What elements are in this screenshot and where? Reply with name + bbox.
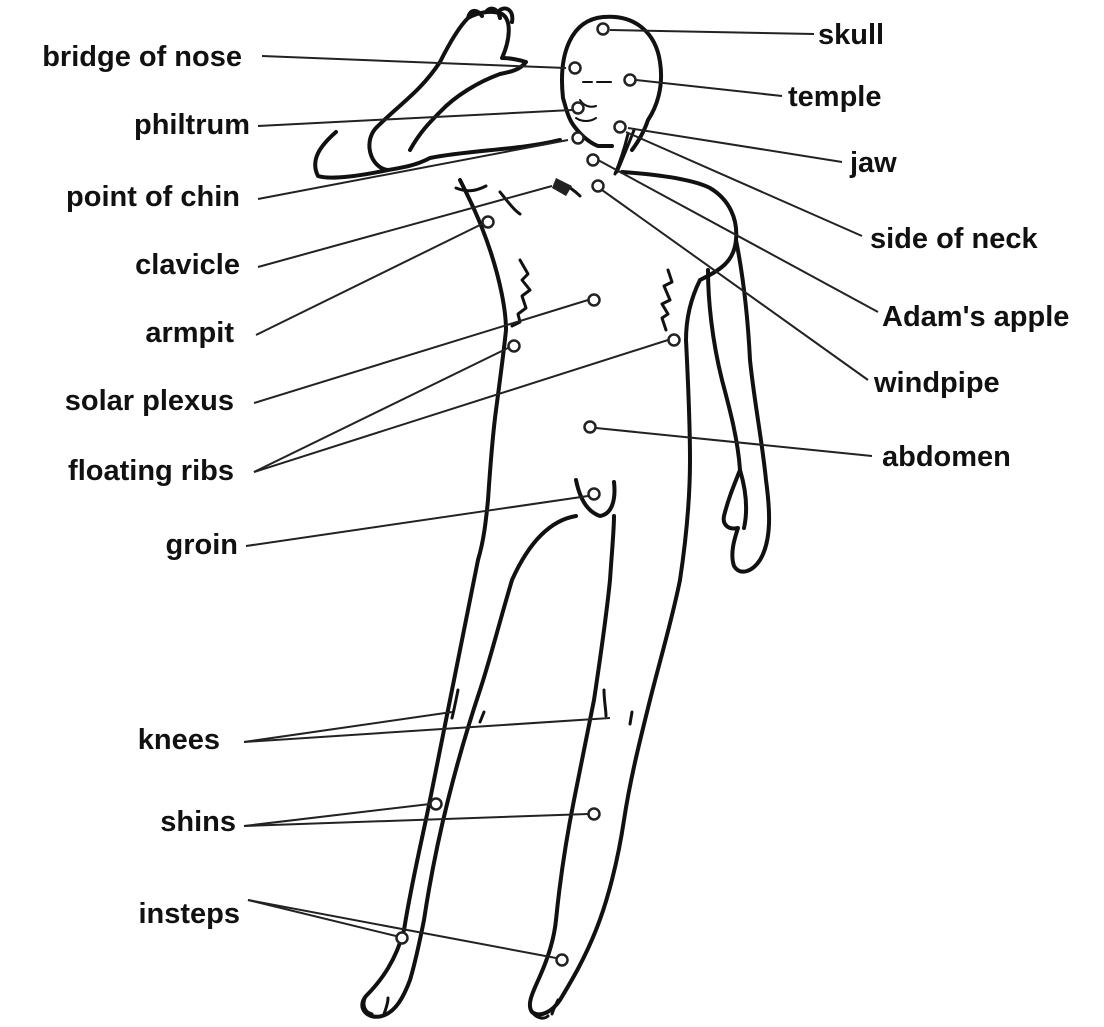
point-chin (573, 133, 584, 144)
body-outline (315, 9, 769, 1019)
point-jaw (615, 122, 626, 133)
raised-arm-outline (369, 9, 560, 171)
label-floating-ribs: floating ribs (6, 454, 234, 488)
label-skull: skull (818, 18, 884, 52)
left-elbow (315, 132, 388, 178)
point-instep-left (397, 933, 408, 944)
leader-adams-apple (598, 160, 878, 312)
leader-insteps-b (248, 900, 556, 958)
leader-floating-ribs-b (254, 340, 668, 472)
leader-side-of-neck (626, 132, 862, 236)
point-temple (625, 75, 636, 86)
leader-solar-plexus (254, 300, 588, 403)
label-bridge-of-nose: bridge of nose (6, 40, 242, 74)
ribs-right (662, 270, 672, 330)
label-windpipe: windpipe (874, 366, 1000, 400)
point-floating-ribs-left (509, 341, 520, 352)
point-shin-right (589, 809, 600, 820)
left-torso (460, 180, 506, 560)
label-knees: knees (6, 723, 220, 757)
leader-jaw (628, 128, 842, 162)
point-philtrum (573, 103, 584, 114)
label-adams-apple: Adam's apple (882, 300, 1069, 334)
label-groin: groin (6, 528, 238, 562)
point-bridge-of-nose (570, 63, 581, 74)
label-clavicle: clavicle (6, 248, 240, 282)
point-adams-apple (588, 155, 599, 166)
label-philtrum: philtrum (6, 108, 250, 142)
leader-lines (244, 30, 878, 958)
leader-knees-b (244, 718, 610, 742)
leader-floating-ribs-a (254, 348, 508, 472)
point-armpit (483, 217, 494, 228)
point-shin-left (431, 799, 442, 810)
leader-point-of-chin (258, 140, 568, 199)
leader-skull (610, 30, 814, 34)
right-leg (530, 516, 680, 1014)
leader-clavicle (258, 186, 552, 267)
label-temple: temple (788, 80, 881, 114)
leader-armpit (256, 224, 482, 335)
point-solar-plexus (589, 295, 600, 306)
label-armpit: armpit (6, 316, 234, 350)
point-instep-right (557, 955, 568, 966)
face-detail (576, 82, 611, 121)
leader-insteps-a (248, 900, 396, 936)
ribs-left (512, 260, 530, 326)
right-hand (740, 470, 746, 528)
label-point-of-chin: point of chin (6, 180, 240, 214)
label-jaw: jaw (850, 146, 897, 180)
point-groin (589, 489, 600, 500)
label-side-of-neck: side of neck (870, 222, 1038, 256)
label-insteps: insteps (6, 897, 240, 931)
label-abdomen: abdomen (882, 440, 1011, 474)
point-skull (598, 24, 609, 35)
leader-knees-a (244, 712, 452, 742)
label-solar-plexus: solar plexus (6, 384, 234, 418)
label-shins: shins (6, 805, 236, 839)
leader-philtrum (258, 110, 572, 126)
jaw-muscle (615, 130, 634, 174)
point-windpipe (593, 181, 604, 192)
clavicle-scribble (552, 178, 572, 196)
right-arm (708, 240, 769, 572)
point-floating-ribs-right (669, 335, 680, 346)
clavicle-mark (552, 178, 572, 196)
point-abdomen (585, 422, 596, 433)
